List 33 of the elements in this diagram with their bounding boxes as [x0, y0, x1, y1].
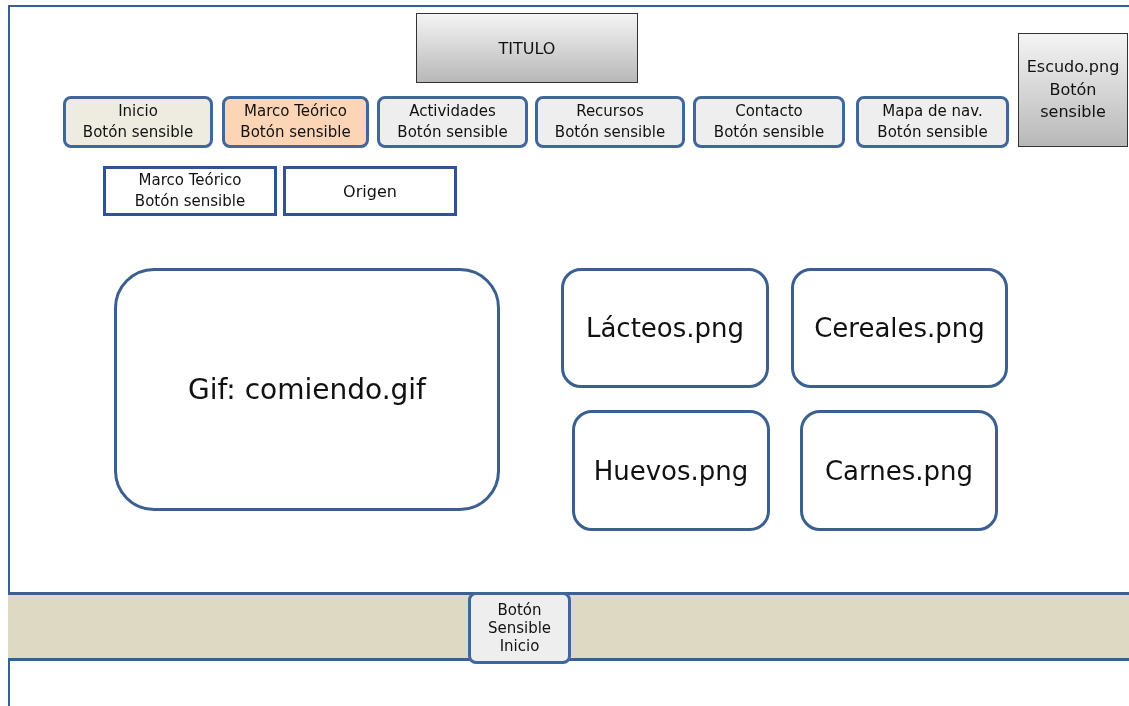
button-label: Marco Teórico	[244, 101, 347, 122]
button-label: Marco Teórico	[138, 170, 242, 191]
footer-button: Botón Sensible Inicio	[468, 592, 571, 664]
button-caption: Botón sensible	[397, 122, 508, 143]
nav-button	[63, 96, 213, 148]
animation-card: Gif: comiendo.gif	[114, 268, 500, 511]
button-label: Recursos	[576, 101, 644, 122]
button-label: Mapa de nav.	[882, 101, 983, 122]
button-caption: Botón sensible	[877, 122, 988, 143]
button-caption: Botón sensible	[82, 122, 194, 143]
button-caption: Botón sensible	[713, 122, 825, 143]
submenu-button: Origen	[283, 166, 457, 216]
button-caption: Botón sensible	[1039, 78, 1107, 124]
image-card: Huevos.png	[572, 410, 770, 531]
button-label: Inicio	[118, 101, 158, 122]
button-label: Contacto	[735, 101, 803, 122]
title-box: TITULO	[416, 13, 638, 83]
nav-button	[535, 96, 685, 148]
button-caption: Botón sensible	[134, 191, 246, 212]
nav-button	[693, 96, 845, 148]
submenu-button	[103, 166, 277, 216]
button-label: Escudo.png	[1026, 56, 1120, 79]
footer-band	[8, 592, 1129, 661]
button-caption: Botón sensible	[240, 122, 351, 143]
nav-button	[377, 96, 528, 148]
image-card: Carnes.png	[800, 410, 998, 531]
button-label: Actividades	[409, 101, 496, 122]
nav-button	[856, 96, 1009, 148]
image-button	[1018, 33, 1128, 147]
button-caption: Botón sensible	[554, 122, 666, 143]
image-card: Lácteos.png	[561, 268, 769, 388]
nav-button	[222, 96, 369, 148]
image-card: Cereales.png	[791, 268, 1008, 388]
